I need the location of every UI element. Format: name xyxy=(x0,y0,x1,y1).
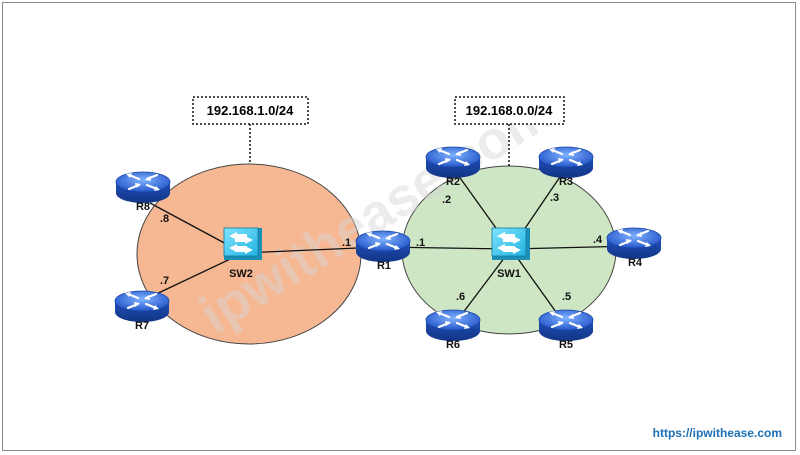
iface-r5: .5 xyxy=(562,291,571,303)
router-r4[interactable] xyxy=(605,226,663,261)
link-r7-sw2 xyxy=(149,252,244,298)
router-r8-label: R8 xyxy=(136,201,150,213)
switch-sw2-label: SW2 xyxy=(229,268,253,280)
router-r6-label: R6 xyxy=(446,339,460,351)
diagram-frame xyxy=(2,2,796,451)
iface-r7: .7 xyxy=(160,275,169,287)
iface-r3: .3 xyxy=(550,192,559,204)
right-subnet-label: 192.168.0.0/24 xyxy=(466,103,554,118)
router-r2[interactable] xyxy=(424,145,482,180)
router-r6[interactable] xyxy=(424,308,482,343)
iface-r4: .4 xyxy=(593,234,603,246)
switch-sw1-label: SW1 xyxy=(497,268,521,280)
iface-r2: .2 xyxy=(442,194,451,206)
right-subnet-box xyxy=(454,96,565,125)
router-r7[interactable] xyxy=(113,289,171,324)
left-subnet-label: 192.168.1.0/24 xyxy=(207,103,295,118)
switch-sw2[interactable] xyxy=(223,227,263,261)
footer-url-link[interactable]: https://ipwithease.com xyxy=(653,426,782,440)
iface-r1-left: .1 xyxy=(342,237,351,249)
router-r2-label: R2 xyxy=(446,176,460,188)
router-r3[interactable] xyxy=(537,145,595,180)
router-r1-label: R1 xyxy=(377,260,391,272)
left-subnet-box xyxy=(192,96,309,125)
iface-r6: .6 xyxy=(456,291,465,303)
router-r3-label: R3 xyxy=(559,176,573,188)
switch-sw1[interactable] xyxy=(491,227,531,261)
router-r1[interactable] xyxy=(354,229,412,264)
router-r5-label: R5 xyxy=(559,339,573,351)
iface-r8: .8 xyxy=(160,213,169,225)
iface-r1-right: .1 xyxy=(416,237,425,249)
router-r5[interactable] xyxy=(537,308,595,343)
router-r7-label: R7 xyxy=(135,320,149,332)
router-r4-label: R4 xyxy=(628,257,643,269)
router-r8[interactable] xyxy=(114,170,172,205)
